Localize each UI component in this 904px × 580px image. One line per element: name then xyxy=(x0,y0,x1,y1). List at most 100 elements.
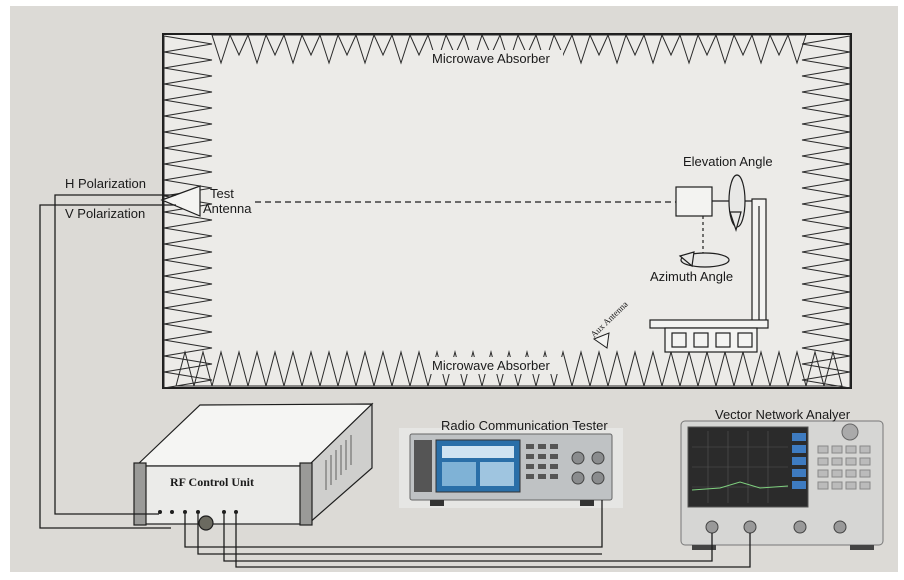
absorber-cone xyxy=(801,115,851,133)
vector-network-analyzer xyxy=(680,420,884,550)
absorber-cone xyxy=(163,371,213,389)
absorber-cone xyxy=(801,339,851,357)
absorber-cone xyxy=(163,131,213,149)
absorber-cone xyxy=(751,350,771,387)
radio-communication-tester xyxy=(399,428,623,508)
absorber-cone xyxy=(301,350,321,387)
absorber-cone xyxy=(697,34,717,57)
absorber-cone xyxy=(787,350,807,387)
absorber-cone xyxy=(571,34,591,65)
test-antenna xyxy=(160,185,201,217)
absorber-cone xyxy=(163,323,213,341)
absorber-cone xyxy=(607,34,627,65)
absorber-cone xyxy=(319,350,339,387)
absorber-cone xyxy=(163,243,213,261)
absorber-cone xyxy=(283,350,303,387)
absorber-cone xyxy=(589,34,609,57)
vna-label: Vector Network Analyer xyxy=(715,407,851,422)
absorber-cone xyxy=(229,350,249,387)
absorber-cone xyxy=(801,355,851,373)
absorber-cone xyxy=(801,83,851,101)
absorber-cone xyxy=(589,350,609,387)
absorber-cone xyxy=(499,34,519,65)
azimuth-arrow xyxy=(678,251,730,268)
absorber-cone xyxy=(391,34,411,65)
absorber-cone xyxy=(733,350,753,387)
absorber-cone xyxy=(801,163,851,181)
absorber-cone xyxy=(801,371,851,389)
absorber-cone xyxy=(163,99,213,117)
absorber-cone xyxy=(787,34,807,65)
absorber-cone xyxy=(163,163,213,181)
absorber-cone xyxy=(801,211,851,229)
absorber-cone xyxy=(715,34,735,65)
absorber-cone xyxy=(283,34,303,65)
absorber-cone xyxy=(163,35,213,53)
absorber-cone xyxy=(801,291,851,309)
absorber-cone xyxy=(805,350,825,387)
device-under-test xyxy=(675,186,713,217)
absorber-cone xyxy=(801,51,851,69)
absorber-cone xyxy=(643,350,663,387)
absorber-cone xyxy=(445,34,465,57)
absorber-cone xyxy=(427,34,447,65)
absorber-cone xyxy=(355,34,375,65)
absorber-cone xyxy=(571,350,591,387)
absorber-cone xyxy=(801,323,851,341)
elevation-angle-label: Elevation Angle xyxy=(683,154,773,169)
absorber-cone xyxy=(193,350,213,387)
absorber-cone xyxy=(801,67,851,85)
absorber-cone xyxy=(409,34,429,57)
absorber-cone xyxy=(801,99,851,117)
absorber-cone xyxy=(391,350,411,387)
absorber-cone xyxy=(801,227,851,245)
absorber-cone xyxy=(801,131,851,149)
absorber-cone xyxy=(661,34,681,57)
cables xyxy=(39,194,751,568)
absorber-cone xyxy=(163,291,213,309)
absorber-cone xyxy=(481,34,501,57)
positioner xyxy=(649,186,769,353)
absorber-cone xyxy=(163,51,213,69)
radio-tester-label: Radio Communication Tester xyxy=(441,418,608,433)
absorber-cone xyxy=(801,179,851,197)
absorber-cone xyxy=(163,259,213,277)
absorber-cone xyxy=(607,350,627,387)
absorber-cone xyxy=(247,34,267,65)
absorber-cone xyxy=(265,350,285,387)
absorber-cone xyxy=(625,350,645,387)
absorber-cone xyxy=(463,34,483,65)
top-absorber-label: Microwave Absorber xyxy=(432,51,550,66)
absorber-cone xyxy=(643,34,663,65)
test-antenna-label-line2: Antenna xyxy=(203,201,252,216)
absorber-cone xyxy=(163,275,213,293)
absorber-cone xyxy=(319,34,339,65)
absorber-cone xyxy=(801,195,851,213)
absorber-cone xyxy=(211,350,231,387)
v-polarization-label: V Polarization xyxy=(65,206,145,221)
absorber-cone xyxy=(163,115,213,133)
absorber-cone xyxy=(801,35,851,53)
absorber-cone xyxy=(801,147,851,165)
absorber-cone xyxy=(715,350,735,387)
bottom-absorber-label: Microwave Absorber xyxy=(432,358,550,373)
absorber-cone xyxy=(373,34,393,57)
absorber-cone xyxy=(247,350,267,387)
absorber-cone xyxy=(801,259,851,277)
absorber-cone xyxy=(163,67,213,85)
absorber-cone xyxy=(373,350,393,387)
absorber-cone xyxy=(229,34,249,57)
absorber-cone xyxy=(163,147,213,165)
absorber-cone xyxy=(163,355,213,373)
absorber-cone xyxy=(769,350,789,387)
absorber-cone xyxy=(163,307,213,325)
absorber-cone xyxy=(769,34,789,57)
absorber-cone xyxy=(301,34,321,57)
absorber-cone xyxy=(355,350,375,387)
elevation-arrow xyxy=(728,174,746,233)
absorber-cone xyxy=(553,34,573,57)
absorber-cone xyxy=(265,34,285,57)
absorber-cone xyxy=(337,34,357,57)
